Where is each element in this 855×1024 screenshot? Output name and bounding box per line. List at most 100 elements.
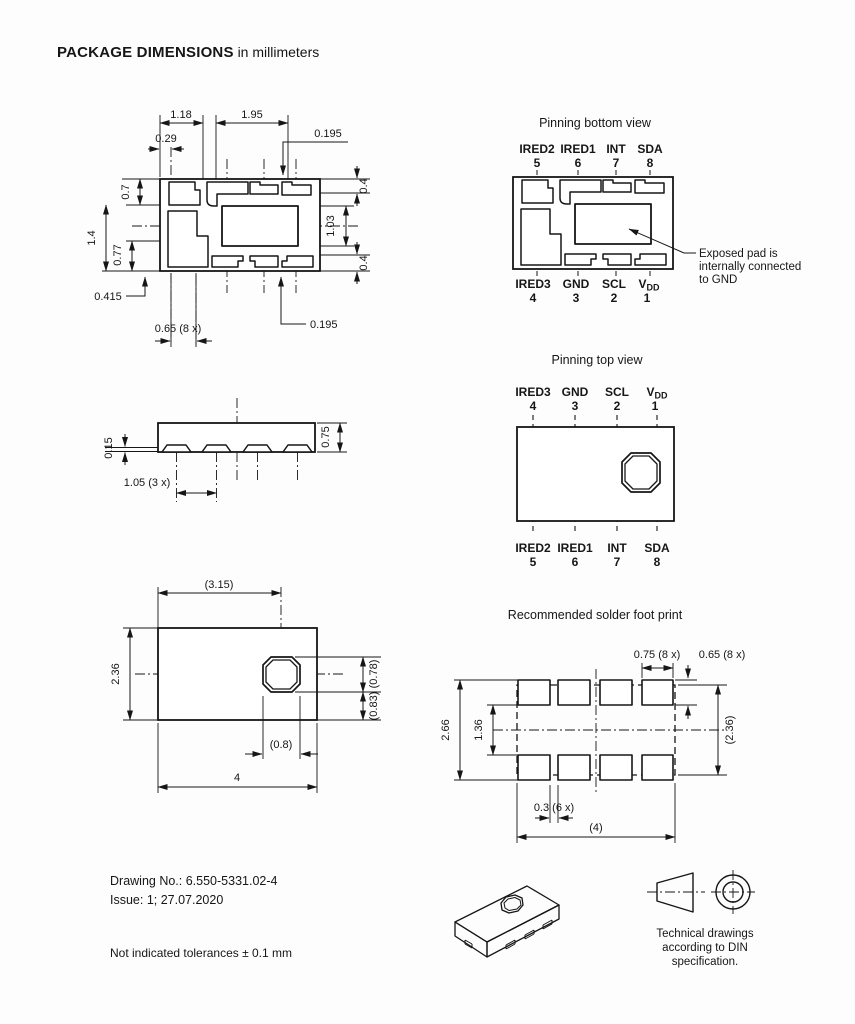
dim-0-77: 0.77 <box>112 244 124 265</box>
drawing-number: Drawing No.: 6.550-5331.02-4 <box>110 874 278 888</box>
pin-label-vdd: VDD <box>638 277 660 293</box>
din-note-line-2: according to DIN <box>662 942 748 954</box>
pinning-top-view-panel: Pinning top view IRED3 4 GND 3 SCL 2 VDD… <box>515 353 675 569</box>
dimension-lines <box>127 590 366 790</box>
dimension-lines <box>103 120 360 344</box>
dim-0-75: 0.75 <box>320 426 332 447</box>
seating-plane-lines <box>105 447 158 452</box>
tolerance-note: Not indicated tolerances ± 0.1 mm <box>110 946 293 960</box>
isometric-package <box>454 885 560 958</box>
lens-aperture <box>262 656 301 693</box>
exposed-pad-note: Exposed pad is internally connected to G… <box>699 248 801 286</box>
exposed-pad-leader <box>628 228 696 254</box>
pin-label-ired2: IRED2 <box>519 142 555 156</box>
pin-label-scl: SCL <box>605 385 629 399</box>
dim-0-15: 0.15 <box>103 437 115 458</box>
dim-0-8: (0.8) <box>270 739 293 751</box>
pin-labels-bottom: IRED2 5 IRED1 6 INT 7 SDA 8 <box>515 541 670 569</box>
dim-0-83: (0.83) <box>368 692 380 721</box>
note-line-2: internally connected <box>699 261 801 273</box>
centerlines <box>493 669 727 795</box>
side-view-drawing: 0.15 0.75 1.05 (3 x) <box>103 398 347 502</box>
package-3d-icon <box>454 885 560 958</box>
dim-1-18: 1.18 <box>170 109 191 121</box>
pin-num-3: 3 <box>572 399 579 413</box>
package-side-outline <box>105 422 316 453</box>
pin-num-1: 1 <box>644 291 651 305</box>
pinning-bottom-view-title: Pinning bottom view <box>539 116 652 130</box>
pin-labels-top: IRED2 5 IRED1 6 INT 7 SDA 8 <box>519 142 663 170</box>
pin-num-4: 4 <box>530 291 537 305</box>
dim-0-65-pitch: 0.65 (8 x) <box>155 323 201 335</box>
dim-2-36: 2.36 <box>110 663 122 684</box>
pinning-bottom-view-panel: Pinning bottom view IRED2 5 IRED1 6 INT … <box>512 116 801 305</box>
pin-num-5: 5 <box>534 156 541 170</box>
solder-footprint-drawing: Recommended solder foot print <box>440 608 745 843</box>
dim-1-05-pitch: 1.05 (3 x) <box>124 477 170 489</box>
dim-0-7: 0.7 <box>120 184 132 199</box>
pin-num-1: 1 <box>652 399 659 413</box>
dim-1-4: 1.4 <box>86 230 98 245</box>
pin-num-4: 4 <box>530 399 537 413</box>
first-angle-projection-icon <box>647 870 755 914</box>
dim-1-03: 1.03 <box>325 215 337 236</box>
issue-date: Issue: 1; 27.07.2020 <box>110 893 224 907</box>
pin-label-gnd: GND <box>563 277 590 291</box>
package-outline <box>157 627 318 721</box>
pin-label-scl: SCL <box>602 277 626 291</box>
dim-1-95: 1.95 <box>241 109 262 121</box>
pin-label-ired1: IRED1 <box>557 541 593 555</box>
dim-0-3: 0.3 (6 x) <box>534 802 574 814</box>
pin-num-8: 8 <box>647 156 654 170</box>
pinning-top-view-title: Pinning top view <box>551 353 643 367</box>
dimension-lines <box>457 665 721 840</box>
bottom-view-dimension-drawing: 1.18 1.95 0.195 0.7 0.29 0.4 1.03 0.4 1.… <box>86 109 370 347</box>
dim-0-415: 0.415 <box>94 291 122 303</box>
note-line-1: Exposed pad is <box>699 248 778 260</box>
dim-0-75: 0.75 (8 x) <box>634 649 680 661</box>
pin-label-int: INT <box>607 541 627 555</box>
pin-label-ired3: IRED3 <box>515 277 551 291</box>
pin-labels-top: IRED3 4 GND 3 SCL 2 VDD 1 <box>515 385 668 413</box>
footprint-title: Recommended solder foot print <box>508 608 683 622</box>
pin-num-2: 2 <box>614 399 621 413</box>
projection-symbol-panel: Technical drawings according to DIN spec… <box>647 870 755 968</box>
dim-0-4-top: 0.4 <box>358 178 370 193</box>
din-note-line-3: specification. <box>672 956 738 968</box>
dim-1-36: 1.36 <box>473 719 485 740</box>
lens-aperture <box>621 452 661 493</box>
pad-notch <box>524 929 535 940</box>
pad-notch <box>505 939 516 950</box>
top-view-dimension-drawing: (3.15) 2.36 (0.78) (0.83) (0.8) 4 <box>110 579 381 793</box>
dim-4: 4 <box>234 772 240 784</box>
aperture <box>500 894 524 914</box>
page-title: PACKAGE DIMENSIONS in millimeters <box>57 44 319 61</box>
pin-label-sda: SDA <box>637 142 663 156</box>
pin-label-sda: SDA <box>644 541 670 555</box>
dimension-labels: 1.18 1.95 0.195 0.7 0.29 0.4 1.03 0.4 1.… <box>86 109 370 335</box>
pin-num-5: 5 <box>530 555 537 569</box>
dim-0-195-bottom: 0.195 <box>310 319 338 331</box>
package-bottom-view <box>512 176 674 270</box>
page-title-sub: in millimeters <box>237 44 320 60</box>
dim-2-36: (2.36) <box>724 716 736 745</box>
pin-label-ired1: IRED1 <box>560 142 596 156</box>
pad-notch <box>542 919 553 930</box>
exposed-pad <box>574 203 652 245</box>
dim-0-195-top: 0.195 <box>314 128 342 140</box>
dim-2-66: 2.66 <box>440 719 452 740</box>
page-title-main: PACKAGE DIMENSIONS <box>57 44 234 61</box>
pin-num-6: 6 <box>575 156 582 170</box>
pin-label-ired2: IRED2 <box>515 541 551 555</box>
pin-label-vdd: VDD <box>646 385 668 401</box>
din-note: Technical drawings according to DIN spec… <box>656 928 753 968</box>
pin-num-2: 2 <box>611 291 618 305</box>
dim-3-15: (3.15) <box>205 579 234 591</box>
dimension-lines <box>122 422 347 496</box>
pin-label-ired3: IRED3 <box>515 385 551 399</box>
dim-0-29: 0.29 <box>155 133 176 145</box>
pin-labels-bottom: IRED3 4 GND 3 SCL 2 VDD 1 <box>515 277 660 305</box>
pin-label-int: INT <box>606 142 626 156</box>
pin-ticks <box>536 170 651 276</box>
